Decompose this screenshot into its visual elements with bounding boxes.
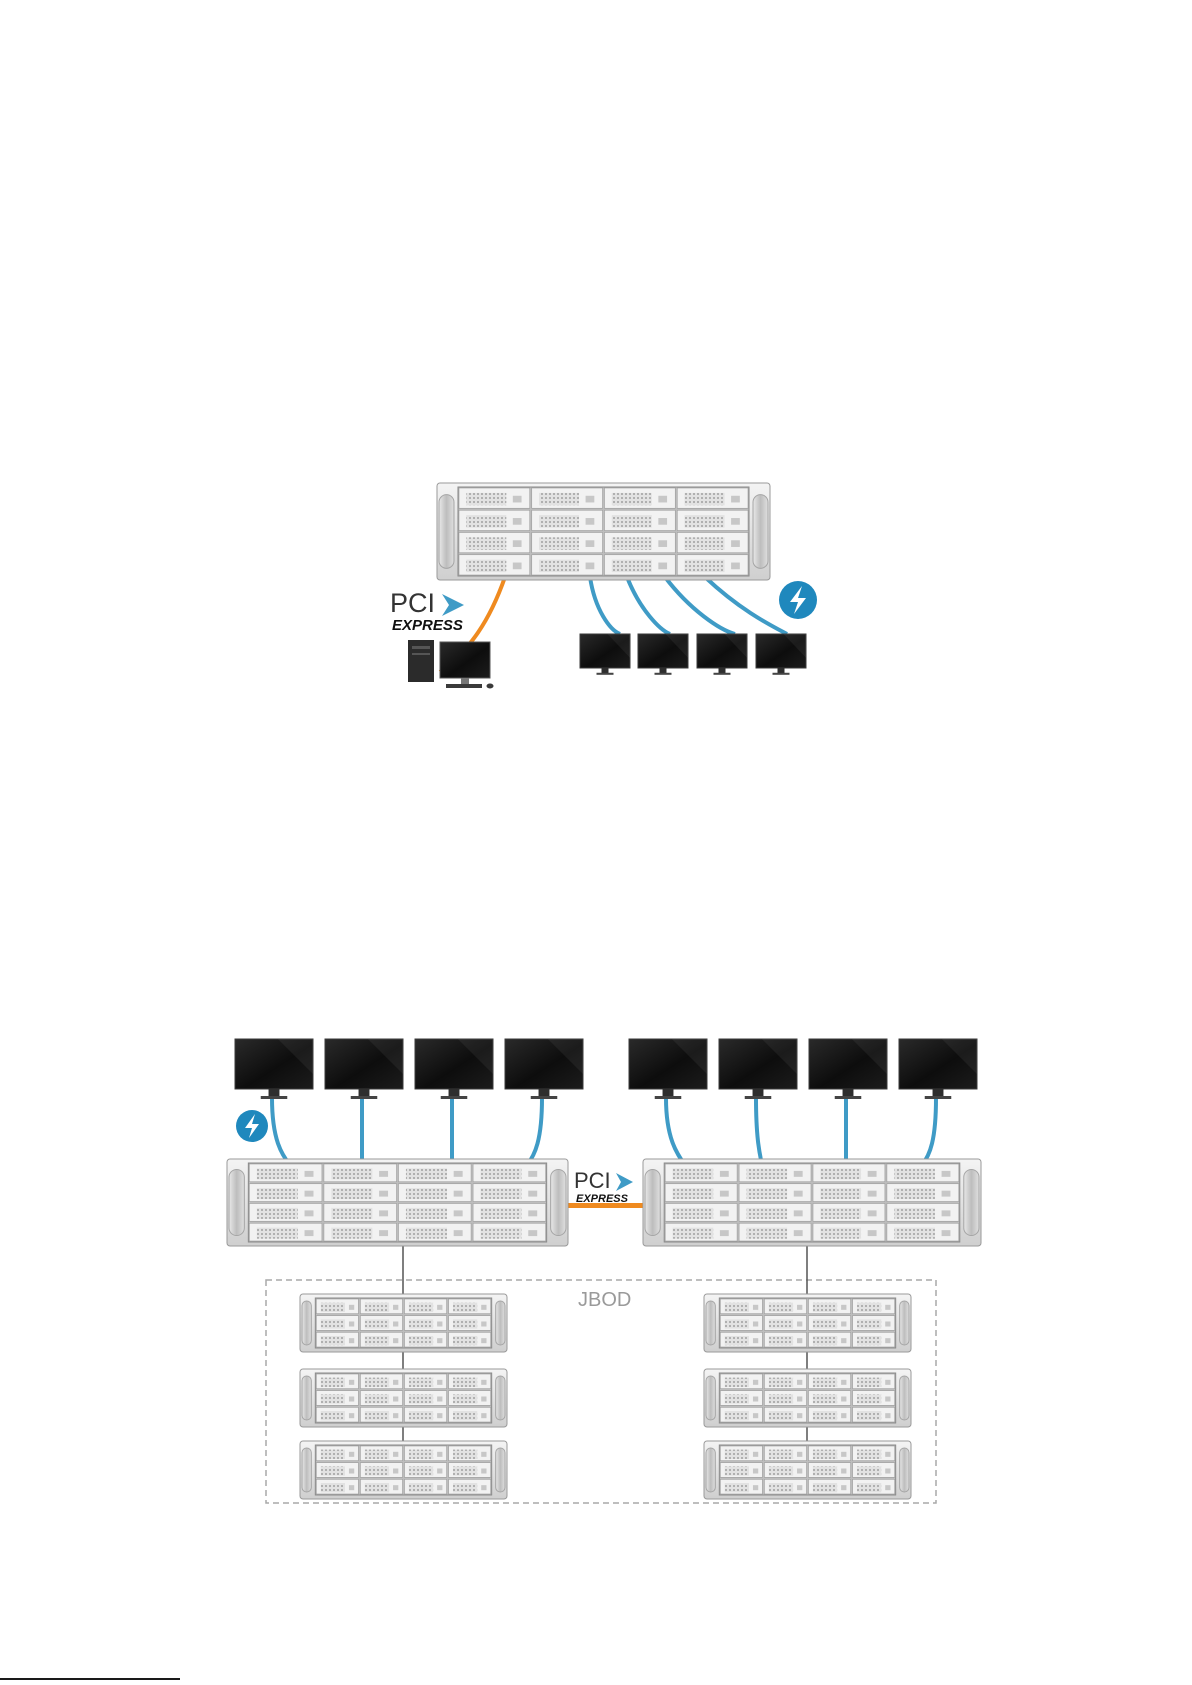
tb-cable-r1 xyxy=(666,1098,685,1165)
monitor-icon xyxy=(899,1039,977,1099)
monitor-icon xyxy=(756,634,806,675)
monitor-icon xyxy=(415,1039,493,1099)
server-chassis-icon xyxy=(437,483,770,580)
page-bottom-rule xyxy=(0,1678,180,1680)
pcie-logo: PCI EXPRESS xyxy=(390,588,464,634)
tb-cable-r4 xyxy=(922,1098,936,1165)
server-chassis-icon xyxy=(300,1294,507,1352)
monitor-icon xyxy=(580,634,630,675)
pcie-logo-line1: PCI xyxy=(390,588,435,618)
monitor-icon xyxy=(629,1039,707,1099)
monitor-icon xyxy=(697,634,747,675)
pcie-logo-line2: EXPRESS xyxy=(576,1193,629,1205)
thunderbolt-cable-3 xyxy=(665,577,735,634)
tb-cable-l1 xyxy=(272,1098,290,1165)
monitor-icon xyxy=(719,1039,797,1099)
server-chassis-icon xyxy=(300,1441,507,1499)
tb-cable-r2 xyxy=(756,1098,762,1165)
diagram-2: JBOD PCI EXPRESS xyxy=(227,1039,981,1503)
thunderbolt-logo-icon xyxy=(779,581,817,619)
monitor-icon xyxy=(325,1039,403,1099)
pcie-logo: PCI EXPRESS xyxy=(574,1168,633,1205)
pcie-logo-line1: PCI xyxy=(574,1168,611,1193)
diagram-1: PCI EXPRESS xyxy=(390,483,817,689)
server-chassis-icon xyxy=(300,1369,507,1427)
server-chassis-icon xyxy=(704,1441,911,1499)
thunderbolt-cable-1 xyxy=(590,577,620,634)
thunderbolt-logo-icon xyxy=(236,1110,268,1142)
jbod-label: JBOD xyxy=(578,1289,631,1311)
monitor-icon xyxy=(505,1039,583,1099)
pcie-logo-line2: EXPRESS xyxy=(392,617,463,634)
monitor-icon xyxy=(638,634,688,675)
monitor-icon xyxy=(235,1039,313,1099)
monitor-icon xyxy=(809,1039,887,1099)
server-chassis-icon xyxy=(643,1159,981,1246)
thunderbolt-cable-2 xyxy=(627,577,670,634)
tb-cable-l4 xyxy=(527,1098,542,1165)
server-chassis-icon xyxy=(704,1294,911,1352)
server-chassis-icon xyxy=(227,1159,568,1246)
desktop-pc-icon xyxy=(408,640,494,689)
server-chassis-icon xyxy=(704,1369,911,1427)
